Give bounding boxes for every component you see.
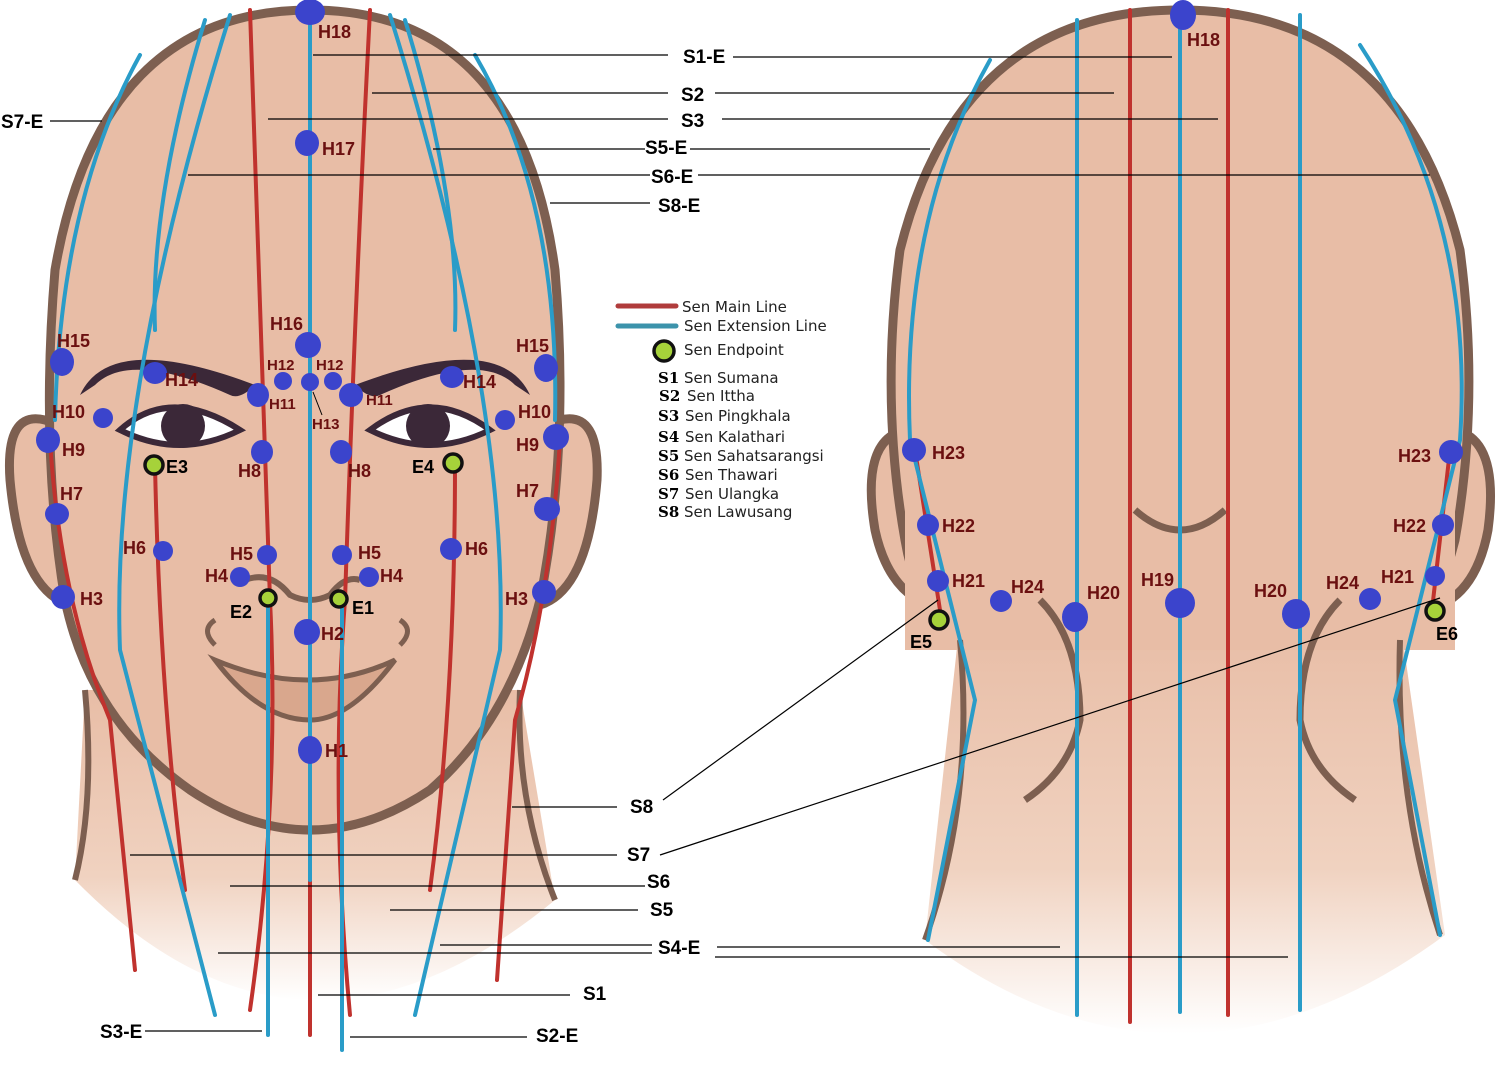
- legend-code-s3: S3: [658, 407, 679, 425]
- front-head: H18 H17 H16 H15 H15 H14 H14 H12 H12 H13 …: [4, 0, 602, 1052]
- legend-name-s3: Sen Pingkhala: [685, 407, 791, 425]
- back-points: H18 H23 H23 H22 H22 H21 H21 H24 H24 H20 …: [902, 0, 1463, 632]
- point-h9-right: H9: [516, 435, 539, 455]
- legend-extension-line: Sen Extension Line: [684, 317, 827, 335]
- back-point-h24-right: H24: [1326, 573, 1359, 593]
- point-h3-left: H3: [80, 589, 103, 609]
- point-h17: H17: [322, 139, 355, 159]
- label-s5: S5: [650, 900, 674, 921]
- front-points: H18 H17 H16 H15 H15 H14 H14 H12 H12 H13 …: [36, 0, 569, 764]
- point-h10-left: H10: [52, 402, 85, 422]
- label-s3e: S3-E: [100, 1022, 142, 1043]
- back-neck: [925, 620, 1445, 1034]
- label-s5e: S5-E: [645, 138, 687, 159]
- point-h15-right: H15: [516, 336, 549, 356]
- back-point-h18: H18: [1187, 30, 1220, 50]
- point-h2: H2: [321, 624, 344, 644]
- point-h11-right: H11: [366, 392, 393, 409]
- point-h8-right: H8: [348, 461, 371, 481]
- point-h10-right: H10: [518, 402, 551, 422]
- legend-name-s5: Sen Sahatsarangsi: [684, 447, 824, 465]
- point-h5-left: H5: [230, 544, 253, 564]
- endpoint-icon: [652, 339, 676, 363]
- endpoint-e5: E5: [910, 632, 932, 652]
- legend-endpoint: Sen Endpoint: [684, 341, 784, 359]
- legend-code-s5: S5: [658, 447, 679, 465]
- point-h4-right: H4: [380, 566, 403, 586]
- point-h12-right: H12: [316, 357, 344, 374]
- back-point-h21-left: H21: [952, 571, 985, 591]
- legend-name-s8: Sen Lawusang: [684, 503, 792, 521]
- point-h7-left: H7: [60, 484, 83, 504]
- legend-name-s4: Sen Kalathari: [685, 428, 785, 446]
- label-s2e: S2-E: [536, 1026, 578, 1047]
- label-s7e: S7-E: [1, 112, 43, 133]
- point-h16: H16: [270, 314, 303, 334]
- legend-code-s7: S7: [658, 485, 679, 503]
- point-h1: H1: [325, 741, 348, 761]
- point-h11-left: H11: [269, 396, 296, 413]
- legend-name-s1: Sen Sumana: [684, 369, 779, 387]
- legend-name-s6: Sen Thawari: [685, 466, 778, 484]
- label-s6e: S6-E: [651, 167, 693, 188]
- label-s8e: S8-E: [658, 196, 700, 217]
- point-h5-right: H5: [358, 543, 381, 563]
- legend-code-s2: S2: [659, 387, 680, 405]
- point-h8-left: H8: [238, 461, 261, 481]
- legend-name-s7: Sen Ulangka: [685, 485, 779, 503]
- legend-code-s1: S1: [658, 369, 679, 387]
- mouth: [207, 654, 397, 723]
- label-s1: S1: [583, 984, 607, 1005]
- point-h14-left: H14: [165, 370, 198, 390]
- legend-main-line: Sen Main Line: [682, 298, 787, 316]
- point-h9-left: H9: [62, 440, 85, 460]
- back-point-h23-right: H23: [1398, 446, 1431, 466]
- back-endpoints: E5 E6: [910, 600, 1458, 652]
- endpoint-e1: E1: [352, 598, 374, 618]
- back-point-h24-left: H24: [1011, 577, 1044, 597]
- point-h14-right: H14: [463, 372, 496, 392]
- legend: Sen Main Line Sen Extension Line Sen End…: [615, 298, 827, 521]
- back-point-h22-left: H22: [942, 516, 975, 536]
- point-h6-left: H6: [123, 538, 146, 558]
- label-s6: S6: [647, 872, 670, 893]
- back-point-h20-right: H20: [1254, 581, 1287, 601]
- point-h4-left: H4: [205, 566, 228, 586]
- point-h18: H18: [318, 22, 351, 42]
- front-endpoints: E3 E4 E2 E1: [143, 452, 464, 622]
- point-h13: H13: [312, 416, 340, 433]
- back-point-h19: H19: [1141, 570, 1174, 590]
- endpoint-e6: E6: [1436, 624, 1458, 644]
- endpoint-e3: E3: [166, 457, 188, 477]
- point-h12-left: H12: [267, 357, 295, 374]
- label-s1e: S1-E: [683, 47, 725, 68]
- point-h6-right: H6: [465, 539, 488, 559]
- legend-name-s2: Sen Ittha: [687, 387, 755, 405]
- label-s3: S3: [681, 111, 704, 132]
- label-s8: S8: [630, 797, 653, 818]
- back-point-h20-left: H20: [1087, 583, 1120, 603]
- point-h7-right: H7: [516, 481, 539, 501]
- left-eyebrow: [80, 359, 255, 397]
- back-point-h21-right: H21: [1381, 567, 1414, 587]
- back-head: H18 H23 H23 H22 H22 H21 H21 H24 H24 H20 …: [866, 0, 1495, 1034]
- legend-code-s8: S8: [658, 503, 679, 521]
- back-point-h23-left: H23: [932, 443, 965, 463]
- back-point-h22-right: H22: [1393, 516, 1426, 536]
- label-s4e: S4-E: [658, 938, 700, 959]
- label-s2: S2: [681, 85, 704, 106]
- legend-code-s4: S4: [658, 428, 679, 446]
- legend-code-s6: S6: [658, 466, 679, 484]
- endpoint-e4: E4: [412, 457, 434, 477]
- line-labels: S1-E S2 S3 S5-E S6-E S8-E S7-E S8 S7 S6 …: [1, 47, 1441, 1047]
- endpoint-e2: E2: [230, 602, 252, 622]
- point-h3-right: H3: [505, 589, 528, 609]
- right-eyebrow: [355, 359, 530, 397]
- point-h15-left: H15: [57, 331, 90, 351]
- label-s7: S7: [627, 845, 650, 866]
